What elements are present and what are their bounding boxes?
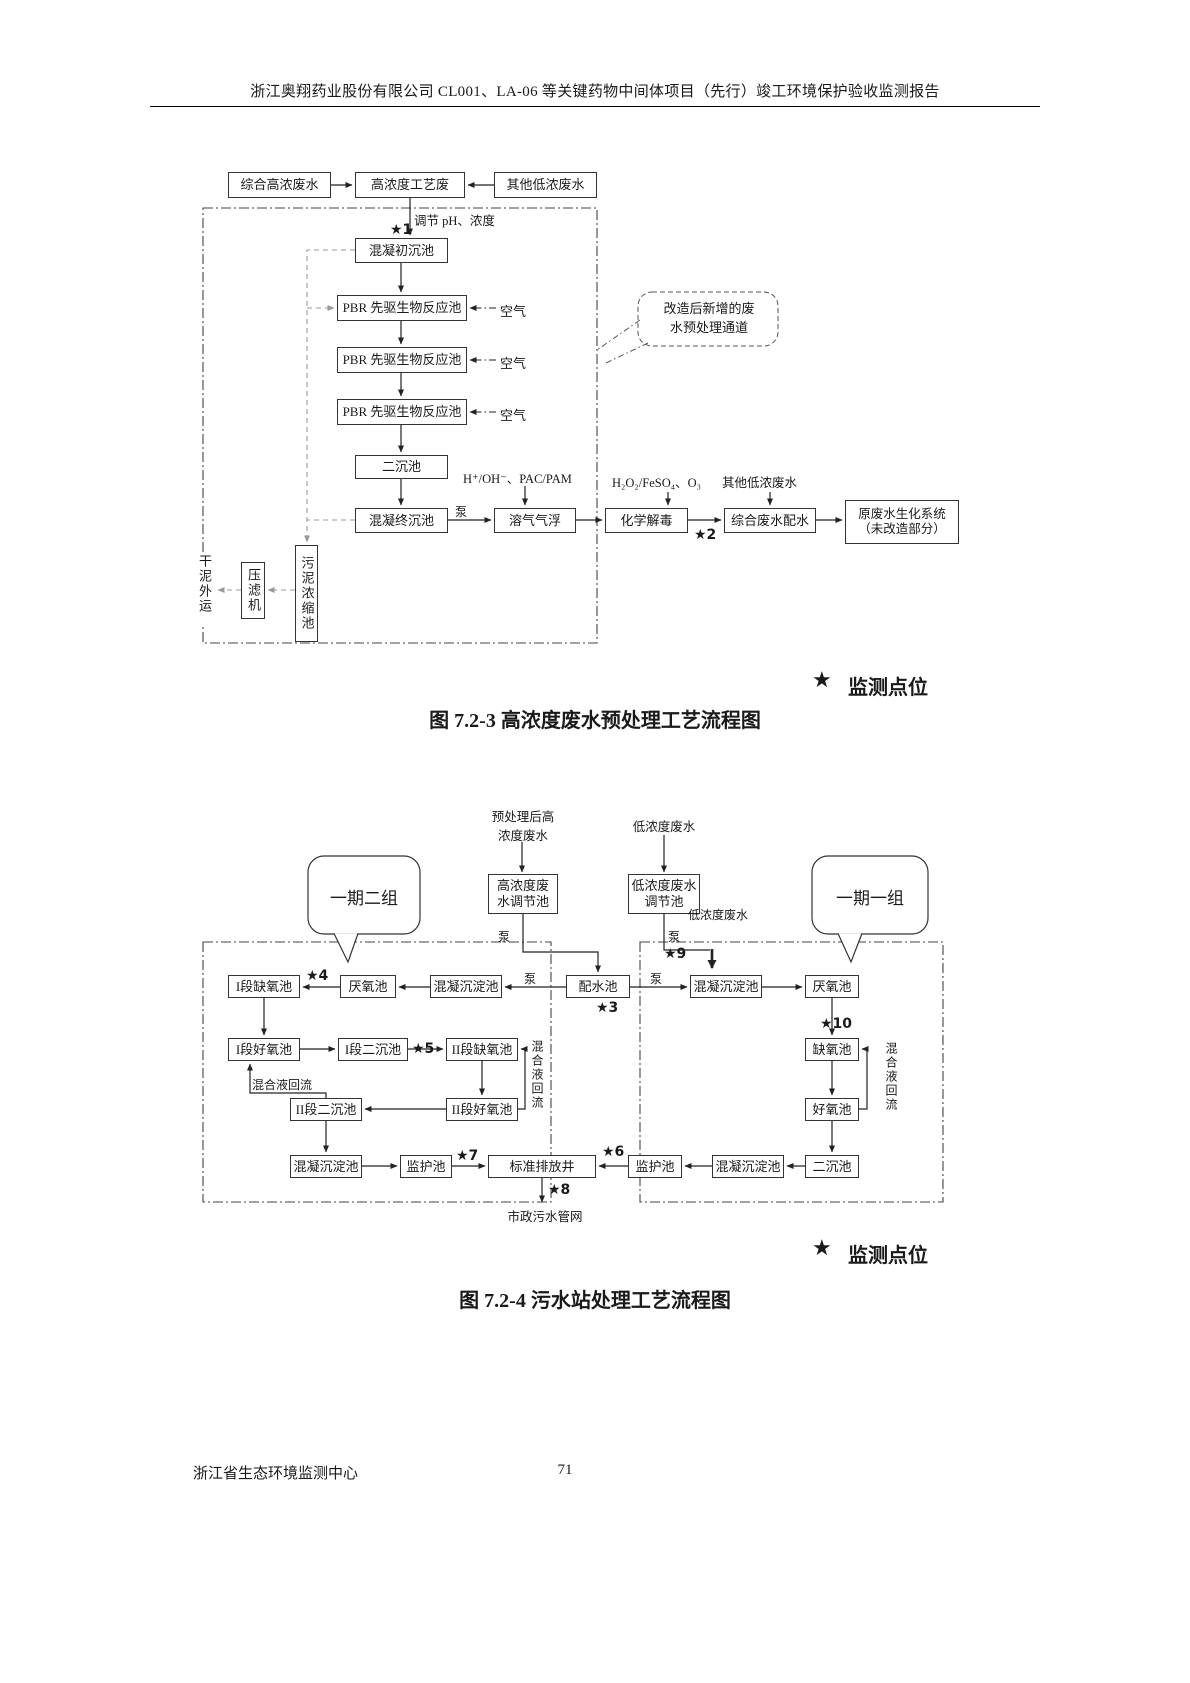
legend2-star-icon: ★ [812,1236,832,1261]
node-stage2-settling: II段二沉池 [290,1098,362,1121]
node-stage1-anoxic: I段缺氧池 [228,975,300,998]
node-stage1-aerobic: I段好氧池 [228,1038,300,1061]
node-pbr-reactor-2: PBR 先驱生物反应池 [337,347,467,373]
d1-sludge-dashed-lines [217,249,355,593]
monitor-point-10: ★10 [820,1016,853,1032]
legend1-star-icon: ★ [812,668,832,693]
node-chemical-detox: 化学解毒 [605,508,688,533]
node-combined-high-wastewater: 综合高浓废水 [228,172,331,198]
legend2-label: 监测点位 [848,1245,928,1267]
node-left-guard-tank: 监护池 [400,1155,452,1178]
label-air-1: 空气 [500,304,527,319]
label-air-2: 空气 [500,356,527,371]
label-low-wastewater-side: 低浓度废水 [688,908,749,922]
label-pretreated-high-inflow: 预处理后高浓度废水 [491,810,555,843]
d1-dashdot-border [202,207,598,644]
node-right-secondary-settling: 二沉池 [805,1155,859,1178]
monitor-point-4: ★4 [306,968,329,984]
header-rule [150,106,1040,107]
bubble-phase1-group2: 一期二组 [330,889,398,908]
node-secondary-settling-tank: 二沉池 [355,455,448,479]
label-mixed-liquor-return-stage2: 混合液回流 [530,1040,544,1110]
label-pump-right-group: 泵 [650,972,663,986]
node-coag-final-tank: 混凝终沉池 [355,508,448,533]
node-right-coag-settling-1: 混凝沉淀池 [690,975,762,998]
node-distribution-tank: 配水池 [566,975,630,998]
node-pbr-reactor-1: PBR 先驱生物反应池 [337,295,467,321]
d2-flow-arrows [247,835,869,1203]
label-mixed-liquor-return-right: 混合液回流 [884,1042,898,1112]
monitor-point-6: ★6 [602,1144,625,1160]
label-adjust-ph: 调节 pH、浓度 [414,214,495,228]
callout-new-pretreatment-channel: 改造后新增的废水预处理通道 [663,301,755,335]
monitor-point-5: ★5 [412,1041,435,1057]
label-pump-left-group: 泵 [524,972,537,986]
legend1-label: 监测点位 [848,677,928,699]
node-original-bio-system: 原废水生化系统 （未改造部分） [845,500,959,544]
node-stage2-aerobic: II段好氧池 [446,1098,518,1121]
monitor-point-3: ★3 [596,1000,619,1016]
node-high-adjust-tank: 高浓度废水调节池 [488,874,558,914]
bubble-phase1-group1: 一期一组 [836,889,904,908]
node-coag-primary-tank: 混凝初沉池 [355,238,448,263]
monitor-point-8: ★8 [548,1182,571,1198]
node-standard-outfall: 标准排放井 [488,1155,596,1178]
node-right-anoxic: 缺氧池 [805,1038,859,1061]
node-low-adjust-tank: 低浓度废水调节池 [628,874,700,914]
figure-7-2-3-caption: 图 7.2-3 高浓度废水预处理工艺流程图 [429,710,761,732]
node-stage1-settling: I段二沉池 [338,1038,408,1061]
d1-air-arrows [469,305,496,415]
label-pump-low-line: 泵 [668,930,681,944]
node-left-coag-settling-1: 混凝沉淀池 [430,975,502,998]
figure-7-2-4-caption: 图 7.2-4 污水站处理工艺流程图 [459,1290,731,1312]
node-left-anaerobic: 厌氧池 [340,975,396,998]
monitor-point-7: ★7 [456,1148,479,1164]
bio-system-line1: 原废水生化系统 [858,506,946,521]
d1-callout-bubble [596,291,779,364]
monitor-point-1: ★1 [390,222,413,238]
node-stage2-anoxic: II段缺氧池 [446,1038,518,1061]
node-right-guard-tank: 监护池 [628,1155,682,1178]
label-dry-sludge-out: 干泥外运 [196,554,214,626]
label-municipal-sewer: 市政污水管网 [507,1210,583,1224]
node-right-aerobic: 好氧池 [805,1098,859,1121]
monitor-point-9: ★9 [664,946,687,962]
footer-page-number: 71 [557,1462,573,1478]
label-dosing-fenton: H₂O₂/FeSO₄、O₃ [612,476,701,490]
label-other-low-inflow: 其他低浓废水 [722,476,798,490]
d1-flow-arrows [331,182,843,523]
node-left-coag-settling-2: 混凝沉淀池 [290,1155,362,1178]
label-low-inflow: 低浓度废水 [632,820,696,834]
bio-system-line2: （未改造部分） [858,522,946,536]
label-pump-d1: 泵 [455,505,468,519]
footer-org: 浙江省生态环境监测中心 [193,1466,359,1482]
node-high-process-waste: 高浓度工艺废 [355,172,465,198]
node-right-coag-settling-2: 混凝沉淀池 [712,1155,784,1178]
label-dosing-pac: H⁺/OH⁻、PAC/PAM [463,472,572,486]
label-air-3: 空气 [500,408,527,423]
node-combined-distribution: 综合废水配水 [724,508,816,533]
node-right-anaerobic: 厌氧池 [805,975,859,998]
node-pbr-reactor-3: PBR 先驱生物反应池 [337,399,467,425]
node-other-low-wastewater: 其他低浓废水 [494,172,597,198]
node-dissolved-air-flotation: 溶气气浮 [494,508,576,533]
monitor-point-2: ★2 [694,527,717,543]
page-header: 浙江奥翔药业股份有限公司 CL001、LA-06 等关键药物中间体项目（先行）竣… [250,84,940,100]
d2-dashdot-borders [202,941,944,1203]
d2-group-bubbles [307,855,929,964]
node-filter-press: 压滤机 [241,562,265,619]
node-sludge-thickener: 污泥浓缩池 [295,545,318,642]
label-pump-high-line: 泵 [498,930,511,944]
label-mixed-liquor-return-left: 混合液回流 [252,1078,313,1092]
